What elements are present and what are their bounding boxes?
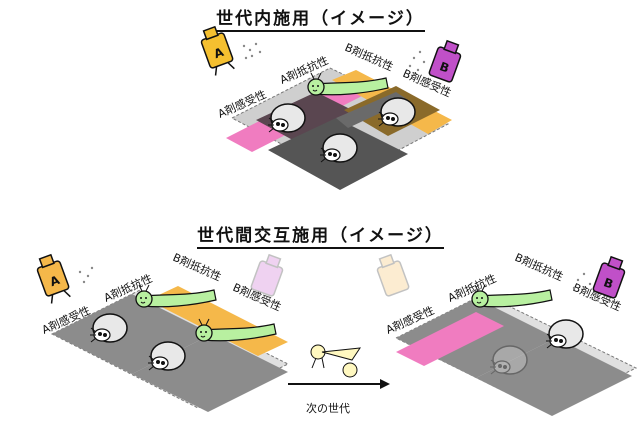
pink-band-right [396,312,504,366]
spray-a-icon-faded [376,253,410,297]
label-bl-b-resistant: B剤抵抗性 [171,250,224,284]
bug-br-1 [545,319,584,349]
label-top-b-resistant: B剤抵抗性 [343,40,396,74]
spray-b-icon-bottom: B [592,255,626,299]
spray-b-letter-bottom: B [602,275,615,291]
spray-a-icon: A [200,25,235,76]
moth-icon [310,344,362,378]
top-title: 世代内施用（イメージ） [0,4,641,32]
spray-b-icon: B [428,39,462,83]
bottom-title: 世代間交互施用（イメージ） [0,221,641,249]
spray-b-icon-faded [250,253,284,297]
label-br-b-resistant: B剤抵抗性 [513,250,566,284]
spray-a-icon-bottom: A [36,253,71,304]
arrow-label: 次の世代 [306,401,350,415]
next-generation-arrow [288,379,390,389]
spray-a-mist [242,42,262,60]
spray-b-letter: B [438,59,451,75]
